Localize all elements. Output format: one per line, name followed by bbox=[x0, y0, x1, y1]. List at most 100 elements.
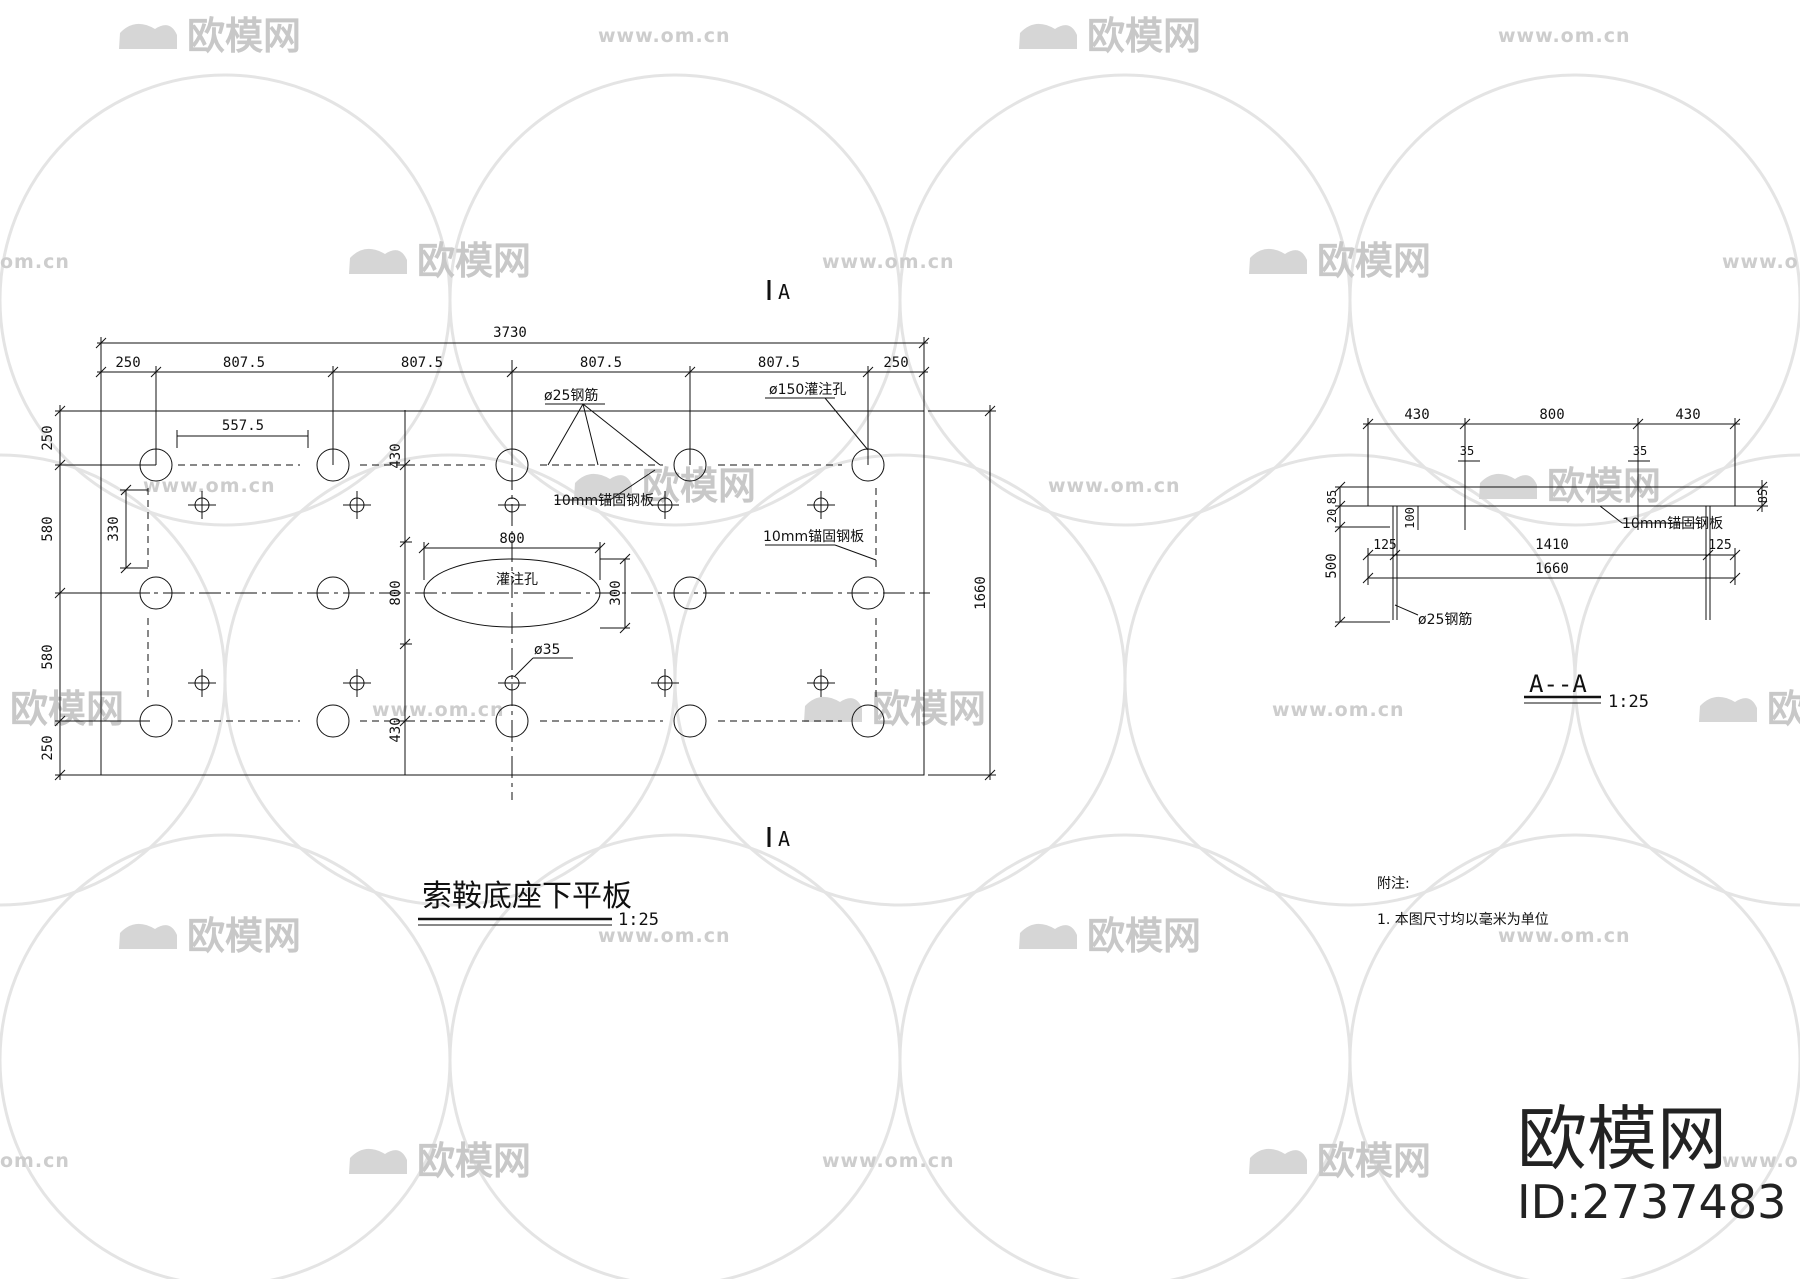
anchor-plates-dashed bbox=[148, 465, 876, 721]
section-scale: 1:25 bbox=[1608, 692, 1649, 712]
watermark-brand-item: 欧模网 bbox=[804, 687, 986, 731]
watermark-url: www.om.cn bbox=[598, 925, 731, 947]
small-holes-35 bbox=[188, 491, 835, 697]
sec-dim-20: 20 bbox=[1325, 509, 1339, 523]
dim-left-250-top: 250 bbox=[40, 425, 56, 450]
dim-left-250-bot: 250 bbox=[40, 735, 56, 760]
plan-view bbox=[55, 280, 996, 925]
sec-dim-430-left: 430 bbox=[1404, 407, 1429, 423]
label-anchor-plate-1: 10mm锚固钢板 bbox=[553, 493, 654, 509]
sec-dim-800: 800 bbox=[1539, 407, 1564, 423]
watermark-brand-text: 欧模网 bbox=[1767, 687, 1800, 731]
watermark-brand-item: 欧模网 bbox=[1249, 1139, 1431, 1183]
hole bbox=[852, 577, 884, 609]
watermark-brand-item: 欧模网 bbox=[1019, 14, 1201, 58]
sec-dim-430-right: 430 bbox=[1675, 407, 1700, 423]
watermark-url: www.om.cn bbox=[143, 475, 276, 497]
dim-left-580-top: 580 bbox=[40, 516, 56, 541]
hole bbox=[317, 577, 349, 609]
plan-leaders bbox=[55, 398, 876, 676]
hole bbox=[317, 449, 349, 481]
watermark-brands: 欧模网 欧模网 欧模网 欧模网 欧模网 欧模网 欧模网 欧模网 bbox=[0, 14, 1800, 1183]
sec-dim-35-right: 35 bbox=[1633, 444, 1647, 458]
section-plate bbox=[1368, 487, 1735, 506]
slot-dims bbox=[419, 542, 630, 633]
watermark-brand-item: 欧模网 bbox=[1699, 687, 1800, 731]
hole bbox=[674, 449, 706, 481]
dim-330: 330 bbox=[106, 516, 122, 541]
watermark-brand-item: 欧模网 bbox=[10, 687, 124, 731]
watermark-layer bbox=[0, 75, 1800, 1279]
plan-text: 3730 250 807.5 807.5 807.5 807.5 250 557… bbox=[40, 280, 989, 930]
hole bbox=[674, 705, 706, 737]
notes-item-1: 1. 本图尺寸均以毫米为单位 bbox=[1377, 911, 1549, 928]
sec-dim-35-left: 35 bbox=[1460, 444, 1474, 458]
brand-logo-block: 欧模网 ID:2737483 bbox=[1517, 1098, 1786, 1229]
plan-scale: 1:25 bbox=[618, 910, 659, 930]
dim-250-right: 250 bbox=[883, 355, 908, 371]
section-text: 430 800 430 35 35 85 20 85 100 125 1410 … bbox=[1324, 407, 1770, 712]
watermark-brand-text: 欧模网 bbox=[872, 687, 986, 731]
watermark-brand-item: 欧模网 bbox=[349, 239, 531, 283]
dim-807-4: 807.5 bbox=[758, 355, 800, 371]
watermark-url: www.om.cn bbox=[1498, 25, 1631, 47]
grout-slot bbox=[424, 559, 600, 627]
dim-slot-800: 800 bbox=[499, 531, 524, 547]
sec-dim-100: 100 bbox=[1403, 507, 1417, 529]
hole bbox=[140, 705, 172, 737]
sec-label-rebar: ø25钢筋 bbox=[1418, 611, 1472, 628]
label-hole-35: ø35 bbox=[534, 642, 560, 658]
dim-mid-430-bot: 430 bbox=[388, 717, 404, 742]
watermark-url: www.om.cn bbox=[1722, 1150, 1800, 1172]
grout-holes-150 bbox=[140, 449, 884, 737]
brand-id-text: ID:2737483 bbox=[1517, 1175, 1786, 1229]
watermark-brand-text: 欧模网 bbox=[1317, 1139, 1431, 1183]
sec-dim-500: 500 bbox=[1324, 553, 1340, 578]
section-view bbox=[1335, 418, 1768, 703]
sec-dim-125-right: 125 bbox=[1708, 538, 1731, 553]
sec-dim-85-right: 85 bbox=[1756, 489, 1770, 503]
hole bbox=[317, 705, 349, 737]
dim-807-3: 807.5 bbox=[580, 355, 622, 371]
watermark-url: www.om.cn bbox=[1048, 475, 1181, 497]
notes: 附注: 1. 本图尺寸均以毫米为单位 bbox=[1377, 876, 1549, 928]
dim-250-left: 250 bbox=[115, 355, 140, 371]
hole bbox=[852, 449, 884, 481]
hole bbox=[496, 705, 528, 737]
plan-right-dimension bbox=[928, 405, 996, 780]
dim-3730: 3730 bbox=[493, 325, 527, 341]
watermark-brand-item: 欧模网 bbox=[119, 14, 301, 58]
watermark-brand-item: 欧模网 bbox=[574, 464, 756, 508]
plan-left-dimensions bbox=[55, 405, 156, 780]
label-rebar: ø25钢筋 bbox=[544, 387, 598, 404]
dim-1660: 1660 bbox=[973, 576, 989, 610]
brand-logo-text: 欧模网 bbox=[1517, 1098, 1727, 1180]
dim-left-580-bot: 580 bbox=[40, 644, 56, 669]
watermark-url: www.om.cn bbox=[822, 1150, 955, 1172]
sec-dim-1660: 1660 bbox=[1535, 561, 1569, 577]
hole bbox=[674, 577, 706, 609]
sec-label-anchor-plate: 10mm锚固钢板 bbox=[1622, 516, 1723, 532]
dim-mid-800: 800 bbox=[388, 580, 404, 605]
watermark-url: www.om.cn bbox=[598, 25, 731, 47]
watermark-brand-item: 欧模网 bbox=[1249, 239, 1431, 283]
label-grout-slot: 灌注孔 bbox=[496, 572, 538, 588]
sec-dim-85-left: 85 bbox=[1325, 490, 1339, 504]
watermark-url: www.om.cn bbox=[1498, 925, 1631, 947]
watermark-brand-text: 欧模网 bbox=[1087, 14, 1201, 58]
watermark-brand-text: 欧模网 bbox=[1317, 239, 1431, 283]
plan-centerlines bbox=[55, 360, 930, 800]
label-anchor-plate-2: 10mm锚固钢板 bbox=[763, 529, 864, 545]
watermark-brand-text: 欧模网 bbox=[417, 1139, 531, 1183]
watermark-brand-text: 欧模网 bbox=[187, 14, 301, 58]
dim-807-1: 807.5 bbox=[223, 355, 265, 371]
watermark-url: om.cn bbox=[0, 1150, 70, 1172]
watermark-url: www.om.cn bbox=[822, 251, 955, 273]
hole bbox=[140, 577, 172, 609]
watermark-brand-item: 欧模网 bbox=[349, 1139, 531, 1183]
label-grout-hole-150: ø150灌注孔 bbox=[769, 382, 846, 398]
dim-mid-430-top: 430 bbox=[388, 443, 404, 468]
hole bbox=[852, 705, 884, 737]
watermark-brand-text: 欧模网 bbox=[1087, 914, 1201, 958]
